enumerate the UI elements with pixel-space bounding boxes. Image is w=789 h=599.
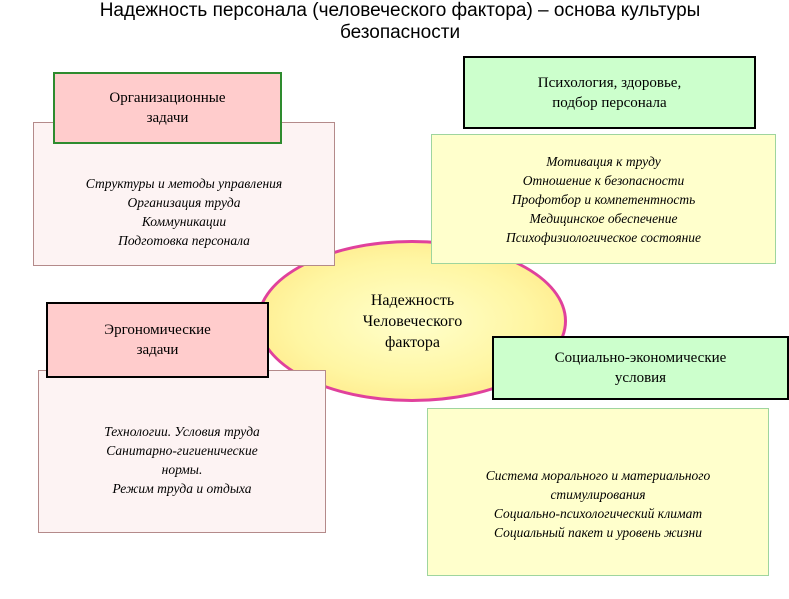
center-label: Надежность Человеческого фактора [330,290,495,353]
psy-item: Медицинское обеспечение [529,210,678,226]
erg-item: Режим труда и отдыха [112,480,252,496]
psy-item: Профотбор и компетентность [511,191,696,207]
soc-content: Система морального и материального стиму… [427,408,769,576]
erg-item: Санитарно-гигиенические [106,442,258,458]
soc-item: стимулирования [550,487,646,502]
erg-header-line: задачи [136,342,179,358]
soc-item: Социальный пакет и уровень жизни [493,525,703,540]
org-tasks-header: Организационные задачи [53,72,282,144]
erg-header-line: Эргономические [104,322,211,338]
psy-header: Психология, здоровье, подбор персонала [463,56,756,129]
org-item: Структуры и методы управления [85,176,283,191]
psy-header-line: подбор персонала [552,94,667,111]
erg-content: Технологии. Условия труда Санитарно-гиги… [38,370,326,533]
center-line: Человеческого [362,313,463,330]
erg-header: Эргономические задачи [46,302,269,378]
org-item: Подготовка персонала [118,233,250,248]
org-item: Организация труда [127,195,241,210]
soc-header-line: Социально-экономические [554,350,727,366]
psy-content: Мотивация к труду Отношение к безопаснос… [431,134,776,264]
soc-header-line: условия [614,370,667,386]
page-title: Надежность персонала (человеческого факт… [99,0,701,43]
org-header-line: задачи [146,110,189,126]
org-header-line: Организационные [109,90,226,106]
psy-item: Отношение к безопасности [522,172,685,188]
center-line: Надежность [370,292,455,309]
psy-item: Мотивация к труду [546,153,661,169]
erg-item: Технологии. Условия труда [104,423,260,439]
center-line: фактора [385,334,440,351]
psy-item: Психофизиологическое состояние [505,229,702,245]
erg-item: нормы. [161,461,203,477]
soc-item: Система морального и материального [485,468,711,483]
soc-item: Социально-психологический климат [493,506,703,521]
org-item: Коммуникации [141,214,227,229]
org-tasks-content: Структуры и методы управления Организаци… [33,122,335,266]
psy-header-line: Психология, здоровье, [537,74,682,91]
soc-header: Социально-экономические условия [492,336,789,400]
